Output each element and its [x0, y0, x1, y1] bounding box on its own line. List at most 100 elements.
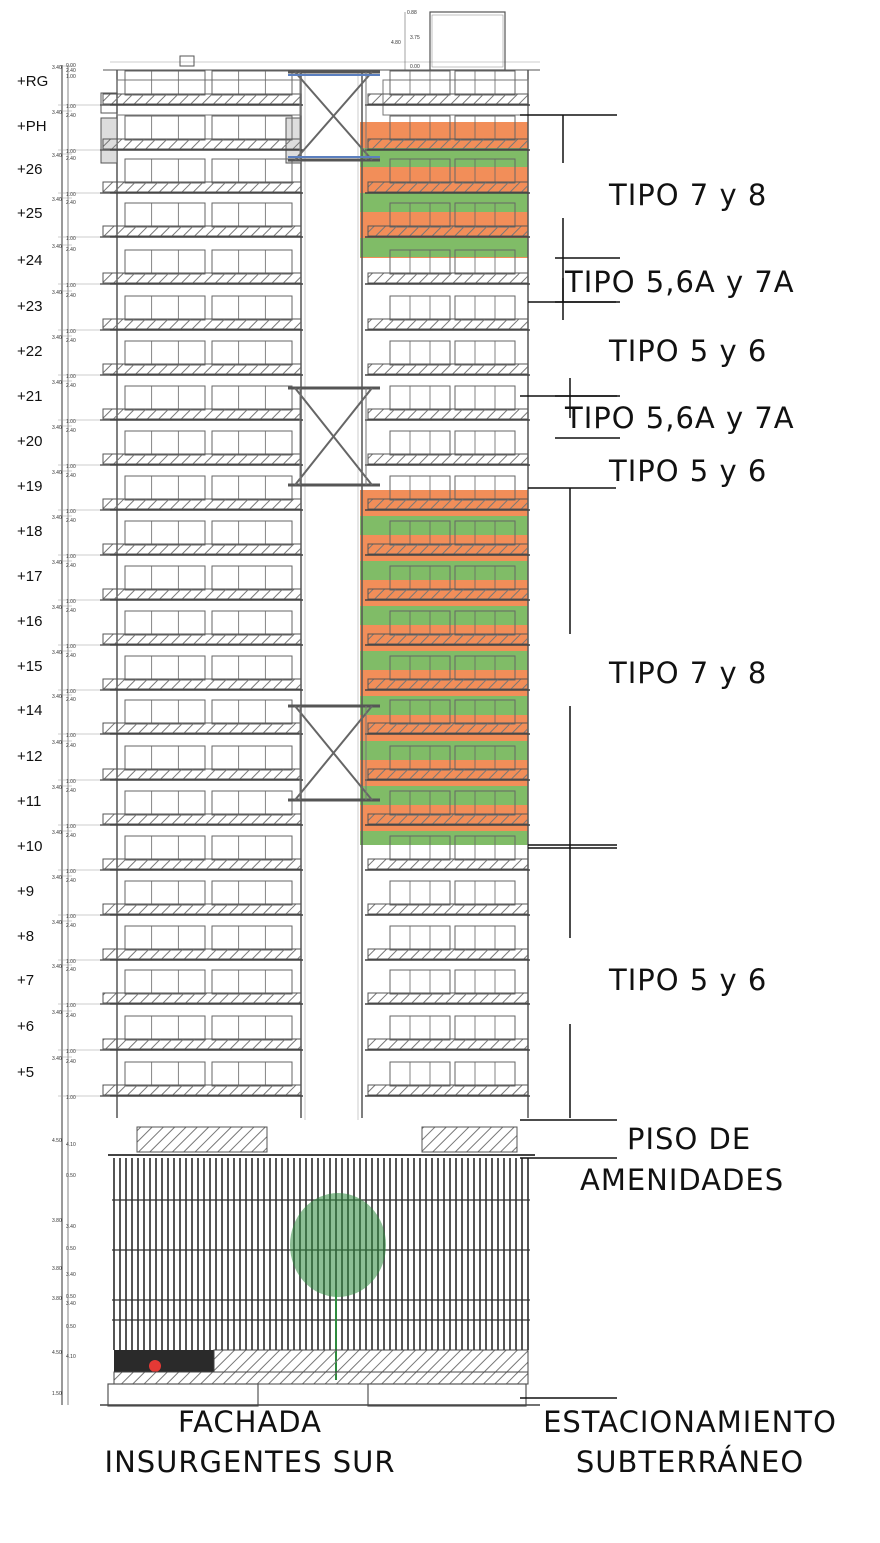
window-frame: [211, 295, 293, 321]
dim-text: 1.00: [66, 779, 76, 785]
dim-text: 1.00: [66, 464, 76, 470]
window-frame: [211, 202, 293, 228]
balcony-rail: [102, 858, 302, 870]
dim-text: 2.40: [66, 923, 76, 929]
green-band: [360, 606, 528, 625]
balcony-rail: [102, 318, 302, 330]
dim-text: 2.40: [66, 518, 76, 524]
green-band: [360, 786, 528, 805]
window-frame: [124, 790, 206, 816]
green-band: [360, 516, 528, 535]
dim-text: 3.40: [52, 1010, 62, 1016]
window-frame: [124, 385, 206, 411]
balcony-rail: [102, 543, 302, 555]
window-frame: [389, 969, 451, 995]
dim-text: 3.40: [52, 694, 62, 700]
dim-text: 1.00: [66, 192, 76, 198]
level-label: +5: [17, 1064, 35, 1081]
dim-text: 3.40: [52, 380, 62, 386]
green-band: [360, 148, 528, 167]
window-frame: [211, 790, 293, 816]
dim-text: 2.40: [66, 68, 76, 74]
dim-text: 4.50: [52, 1350, 62, 1356]
plinth: [367, 1383, 527, 1407]
window-frame: [124, 565, 206, 591]
window-frame: [124, 430, 206, 456]
balcony-rail: [367, 813, 529, 825]
window-frame: [454, 385, 516, 411]
balcony-rail: [367, 453, 529, 465]
dim-text: 1.00: [66, 689, 76, 695]
dim-text: 1.00: [66, 914, 76, 920]
amenities-glazing: [136, 1126, 268, 1153]
dim-text: 0.50: [66, 1173, 76, 1179]
dim-text: 2.40: [66, 967, 76, 973]
window-frame: [124, 249, 206, 275]
balcony-rail: [367, 1038, 529, 1050]
window-frame: [211, 969, 293, 995]
window-frame: [124, 1061, 206, 1087]
balcony-rail: [367, 588, 529, 600]
dim-text: 3.80: [52, 1218, 62, 1224]
footer-left-line-1: FACHADA: [178, 1405, 322, 1439]
dim-text: 1.00: [66, 374, 76, 380]
dim-text: 2.40: [66, 653, 76, 659]
balcony-rail: [367, 363, 529, 375]
dim-text: 1.00: [66, 419, 76, 425]
red-figure: [149, 1360, 161, 1372]
window-frame: [211, 249, 293, 275]
dim-text: 1.00: [66, 236, 76, 242]
window-frame: [211, 158, 293, 184]
dim-text: 3.80: [52, 1266, 62, 1272]
penthouse-box: [429, 11, 506, 71]
window-frame: [211, 565, 293, 591]
level-label: +20: [17, 433, 43, 450]
level-label: +22: [17, 343, 43, 360]
balcony-rail: [102, 633, 302, 645]
dim-text: 1.00: [66, 149, 76, 155]
balcony-rail: [367, 992, 529, 1004]
level-label: +25: [17, 205, 43, 222]
window-frame: [389, 925, 451, 951]
dim-text: 3.40: [52, 425, 62, 431]
window-frame: [124, 835, 206, 861]
type-label-4: TIPO 5,6A y 7A: [565, 401, 795, 435]
dim-text: 3.40: [52, 244, 62, 250]
green-band: [360, 651, 528, 670]
window-frame: [124, 202, 206, 228]
dim-text: 3.40: [52, 153, 62, 159]
dim-text: 3.40: [52, 740, 62, 746]
balcony-rail: [367, 181, 529, 193]
dim-text: 2.40: [66, 1059, 76, 1065]
dim-text: 2.40: [66, 338, 76, 344]
window-frame: [124, 475, 206, 501]
window-frame: [389, 430, 451, 456]
dim-text: 0.50: [66, 1294, 76, 1300]
balcony-rail: [102, 1038, 302, 1050]
balcony-rail: [367, 722, 529, 734]
dim-text: 1.00: [66, 1095, 76, 1101]
bridge-brace: [294, 705, 373, 801]
level-label: +9: [17, 883, 35, 900]
balcony-rail: [367, 903, 529, 915]
window-frame: [124, 969, 206, 995]
window-frame: [211, 385, 293, 411]
window-frame: [211, 880, 293, 906]
footer-right-line-1: ESTACIONAMIENTO: [543, 1405, 837, 1439]
footer-right-line-2: SUBTERRÁNEO: [575, 1445, 805, 1479]
window-frame: [124, 610, 206, 636]
window-frame: [211, 655, 293, 681]
dim-text: 1.00: [66, 1049, 76, 1055]
level-label: +16: [17, 613, 43, 630]
dim-text: 3.40: [52, 875, 62, 881]
level-label: +14: [17, 702, 43, 719]
dim-text: 3.40: [52, 65, 62, 71]
dim-text: 3.40: [52, 785, 62, 791]
window-frame: [211, 115, 293, 141]
window-frame: [389, 340, 451, 366]
green-band: [360, 741, 528, 760]
dim-text: 3.40: [66, 1272, 76, 1278]
balcony-rail: [102, 768, 302, 780]
balcony-rail: [102, 272, 302, 284]
balcony-rail: [367, 408, 529, 420]
